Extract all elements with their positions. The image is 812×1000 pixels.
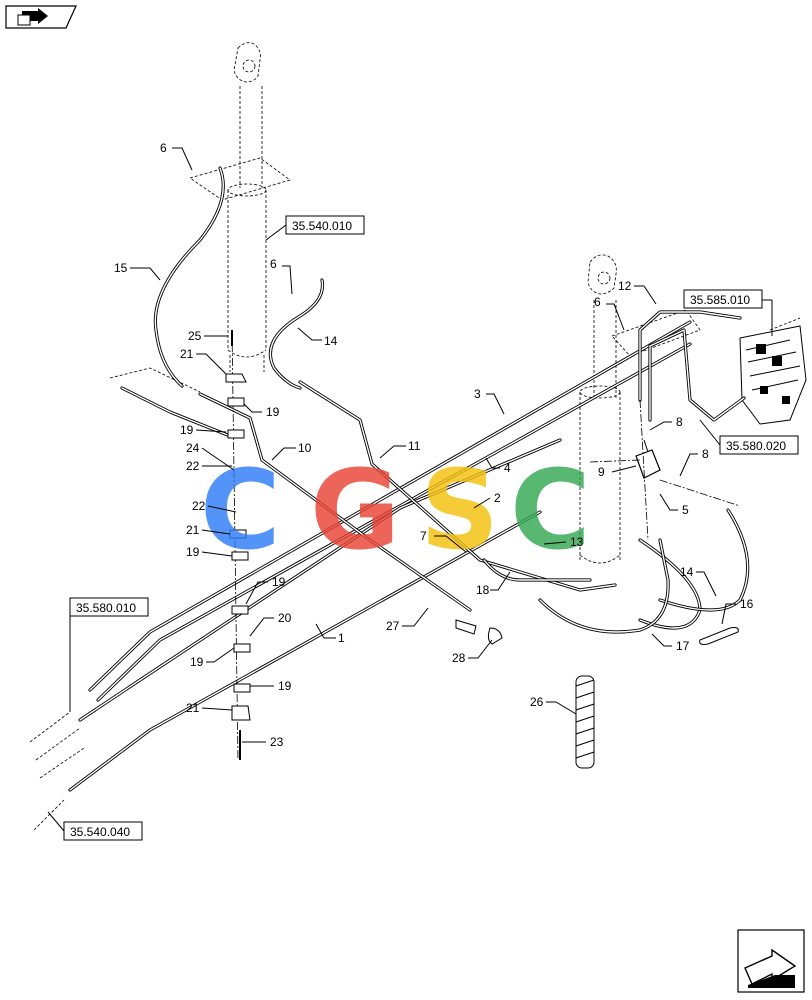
svg-text:35.580.020: 35.580.020 — [726, 439, 786, 453]
reference-35-580-010[interactable]: 35.580.010 — [69, 597, 149, 712]
part-26-spiral-sleeve — [575, 675, 595, 769]
part-16 — [699, 627, 739, 645]
callout-9: 9 — [598, 465, 605, 479]
pipe-bundle — [29, 320, 692, 831]
callout-16: 16 — [740, 597, 754, 611]
callout-3: 3 — [474, 387, 481, 401]
callout-14: 14 — [680, 565, 694, 579]
callout-22: 22 — [186, 459, 200, 473]
watermark-letter-g: G — [310, 446, 400, 574]
callout-17: 17 — [676, 639, 690, 653]
svg-text:35.540.040: 35.540.040 — [70, 825, 130, 839]
callout-25: 25 — [188, 329, 202, 343]
watermark-letter-s: S — [420, 446, 499, 574]
callout-27: 27 — [386, 619, 400, 633]
callout-8: 8 — [676, 415, 683, 429]
callout-19: 19 — [266, 405, 280, 419]
callout-11: 11 — [408, 439, 421, 453]
callout-12: 12 — [618, 279, 632, 293]
next-page-icon[interactable] — [737, 929, 805, 993]
callout-21: 21 — [186, 523, 200, 537]
callout-19: 19 — [272, 575, 286, 589]
callout-19: 19 — [186, 545, 200, 559]
callout-28: 28 — [452, 651, 466, 665]
svg-text:35.580.010: 35.580.010 — [76, 601, 136, 615]
callout-13: 13 — [570, 535, 584, 549]
callout-6: 6 — [270, 257, 277, 271]
callout-23: 23 — [270, 735, 284, 749]
callout-6: 6 — [594, 295, 601, 309]
part-27-28 — [455, 619, 503, 645]
previous-page-icon[interactable] — [5, 5, 77, 29]
callout-15: 15 — [114, 261, 128, 275]
callout-21: 21 — [186, 701, 200, 715]
callout-26: 26 — [530, 695, 544, 709]
callout-7: 7 — [420, 529, 427, 543]
reference-35-580-020[interactable]: 35.580.020 — [699, 419, 799, 455]
hoses-left-cylinder — [153, 166, 325, 390]
callout-6: 6 — [160, 141, 167, 155]
callout-19: 19 — [180, 423, 194, 437]
callout-10: 10 — [298, 441, 312, 455]
callout-24: 24 — [186, 441, 200, 455]
right-cylinder — [579, 254, 701, 564]
watermark-letter-c1: C — [200, 446, 281, 574]
reference-35-585-010[interactable]: 35.585.010 — [683, 289, 773, 336]
callout-5: 5 — [682, 503, 689, 517]
callout-22: 22 — [192, 499, 206, 513]
callout-18: 18 — [476, 583, 490, 597]
watermark: C G S C — [200, 446, 591, 574]
watermark-letter-c2: C — [510, 446, 591, 574]
callout-8: 8 — [702, 447, 709, 461]
callout-14: 14 — [324, 334, 338, 348]
callout-4: 4 — [504, 461, 511, 475]
callouts: 6 15 6 14 25 21 19 19 24 22 10 11 22 21 … — [114, 141, 754, 749]
svg-text:35.585.010: 35.585.010 — [690, 293, 750, 307]
left-cylinder — [189, 42, 291, 372]
svg-text:35.540.010: 35.540.010 — [292, 219, 352, 233]
hoses-right-side — [482, 310, 750, 634]
valve-9 — [589, 399, 741, 541]
callout-2: 2 — [494, 491, 501, 505]
callout-21: 21 — [180, 347, 194, 361]
callout-19: 19 — [278, 679, 292, 693]
reference-35-540-010[interactable]: 35.540.010 — [265, 215, 365, 241]
callout-1: 1 — [338, 631, 345, 645]
clamp-stack — [225, 329, 251, 761]
control-valve-block — [739, 317, 807, 425]
reference-35-540-040[interactable]: 35.540.040 — [47, 811, 143, 841]
callout-19: 19 — [190, 655, 204, 669]
callout-20: 20 — [278, 611, 292, 625]
